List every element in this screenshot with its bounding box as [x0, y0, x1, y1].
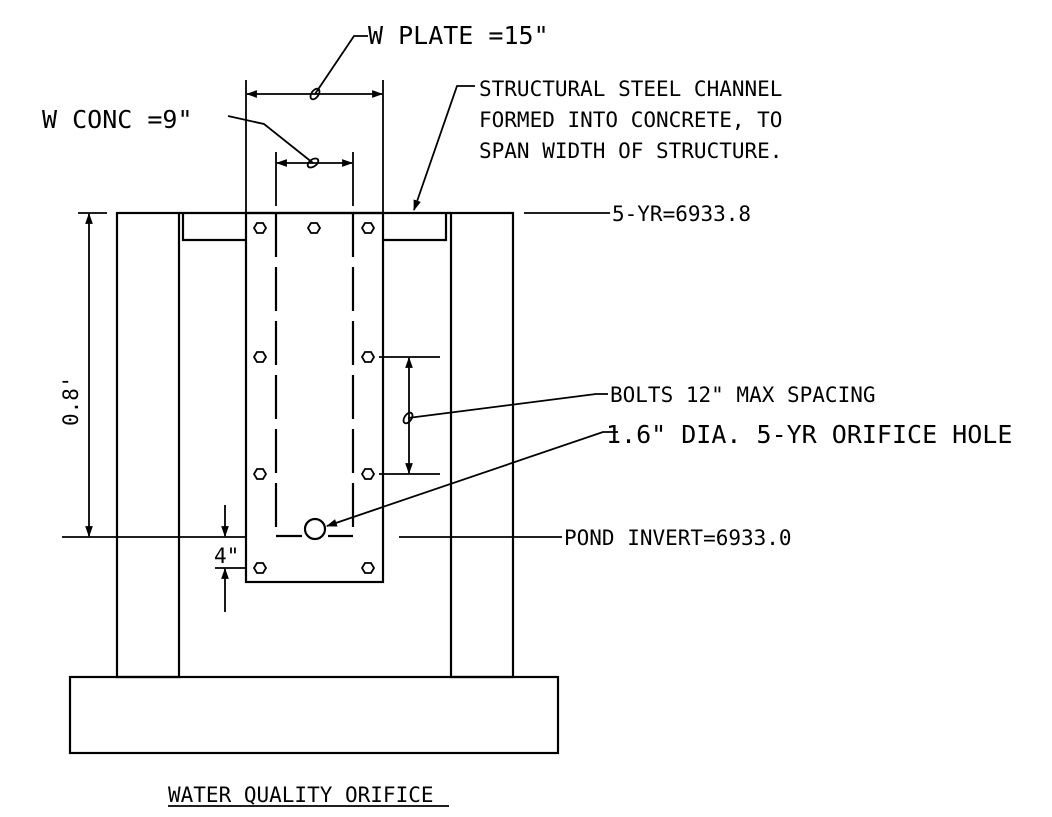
bolt-hex-icon [252, 222, 268, 234]
orifice-plate [244, 211, 385, 584]
concrete-footing [68, 675, 560, 755]
channel-leader-line [413, 85, 475, 212]
elev-5yr-label: 5-YR=6933.8 [612, 202, 751, 226]
channel-label-line3: SPAN WIDTH OF STRUCTURE. [479, 139, 782, 163]
orifice-hole-icon [303, 517, 327, 541]
height-label: 0.8' [59, 375, 83, 426]
w-conc-label: W CONC =9" [42, 105, 193, 134]
right-concrete-wall [449, 211, 515, 679]
channel-label-line2: FORMED INTO CONCRETE, TO [479, 108, 782, 132]
height-dimension [78, 212, 107, 538]
offset-label: 4" [214, 544, 239, 568]
orifice-label: 1.6" DIA. 5-YR ORIFICE HOLE [606, 420, 1012, 449]
offset-dimension [215, 505, 246, 612]
w-plate-dimension [245, 35, 384, 213]
bolt-hex-icon [360, 351, 376, 363]
bolts [252, 222, 376, 574]
left-concrete-wall [115, 211, 181, 679]
bolt-hex-icon [252, 468, 268, 480]
pond-invert-label: POND INVERT=6933.0 [564, 526, 792, 550]
bolt-hex-icon [360, 222, 376, 234]
bolts-label: BOLTS 12" MAX SPACING [610, 383, 876, 407]
drawing-title: WATER QUALITY ORIFICE [168, 783, 434, 807]
bolt-hex-icon [360, 468, 376, 480]
bolt-hex-icon [306, 222, 322, 234]
steel-channel [179, 211, 451, 242]
w-plate-label: W PLATE =15" [368, 21, 549, 50]
channel-label-line1: STRUCTURAL STEEL CHANNEL [479, 77, 782, 101]
bolt-spacing-dimension [379, 356, 608, 475]
w-conc-dimension [227, 115, 354, 206]
bolt-hex-icon [252, 562, 268, 574]
bolt-hex-icon [252, 351, 268, 363]
bolt-hex-icon [360, 562, 376, 574]
orifice-leader-line [325, 431, 618, 527]
